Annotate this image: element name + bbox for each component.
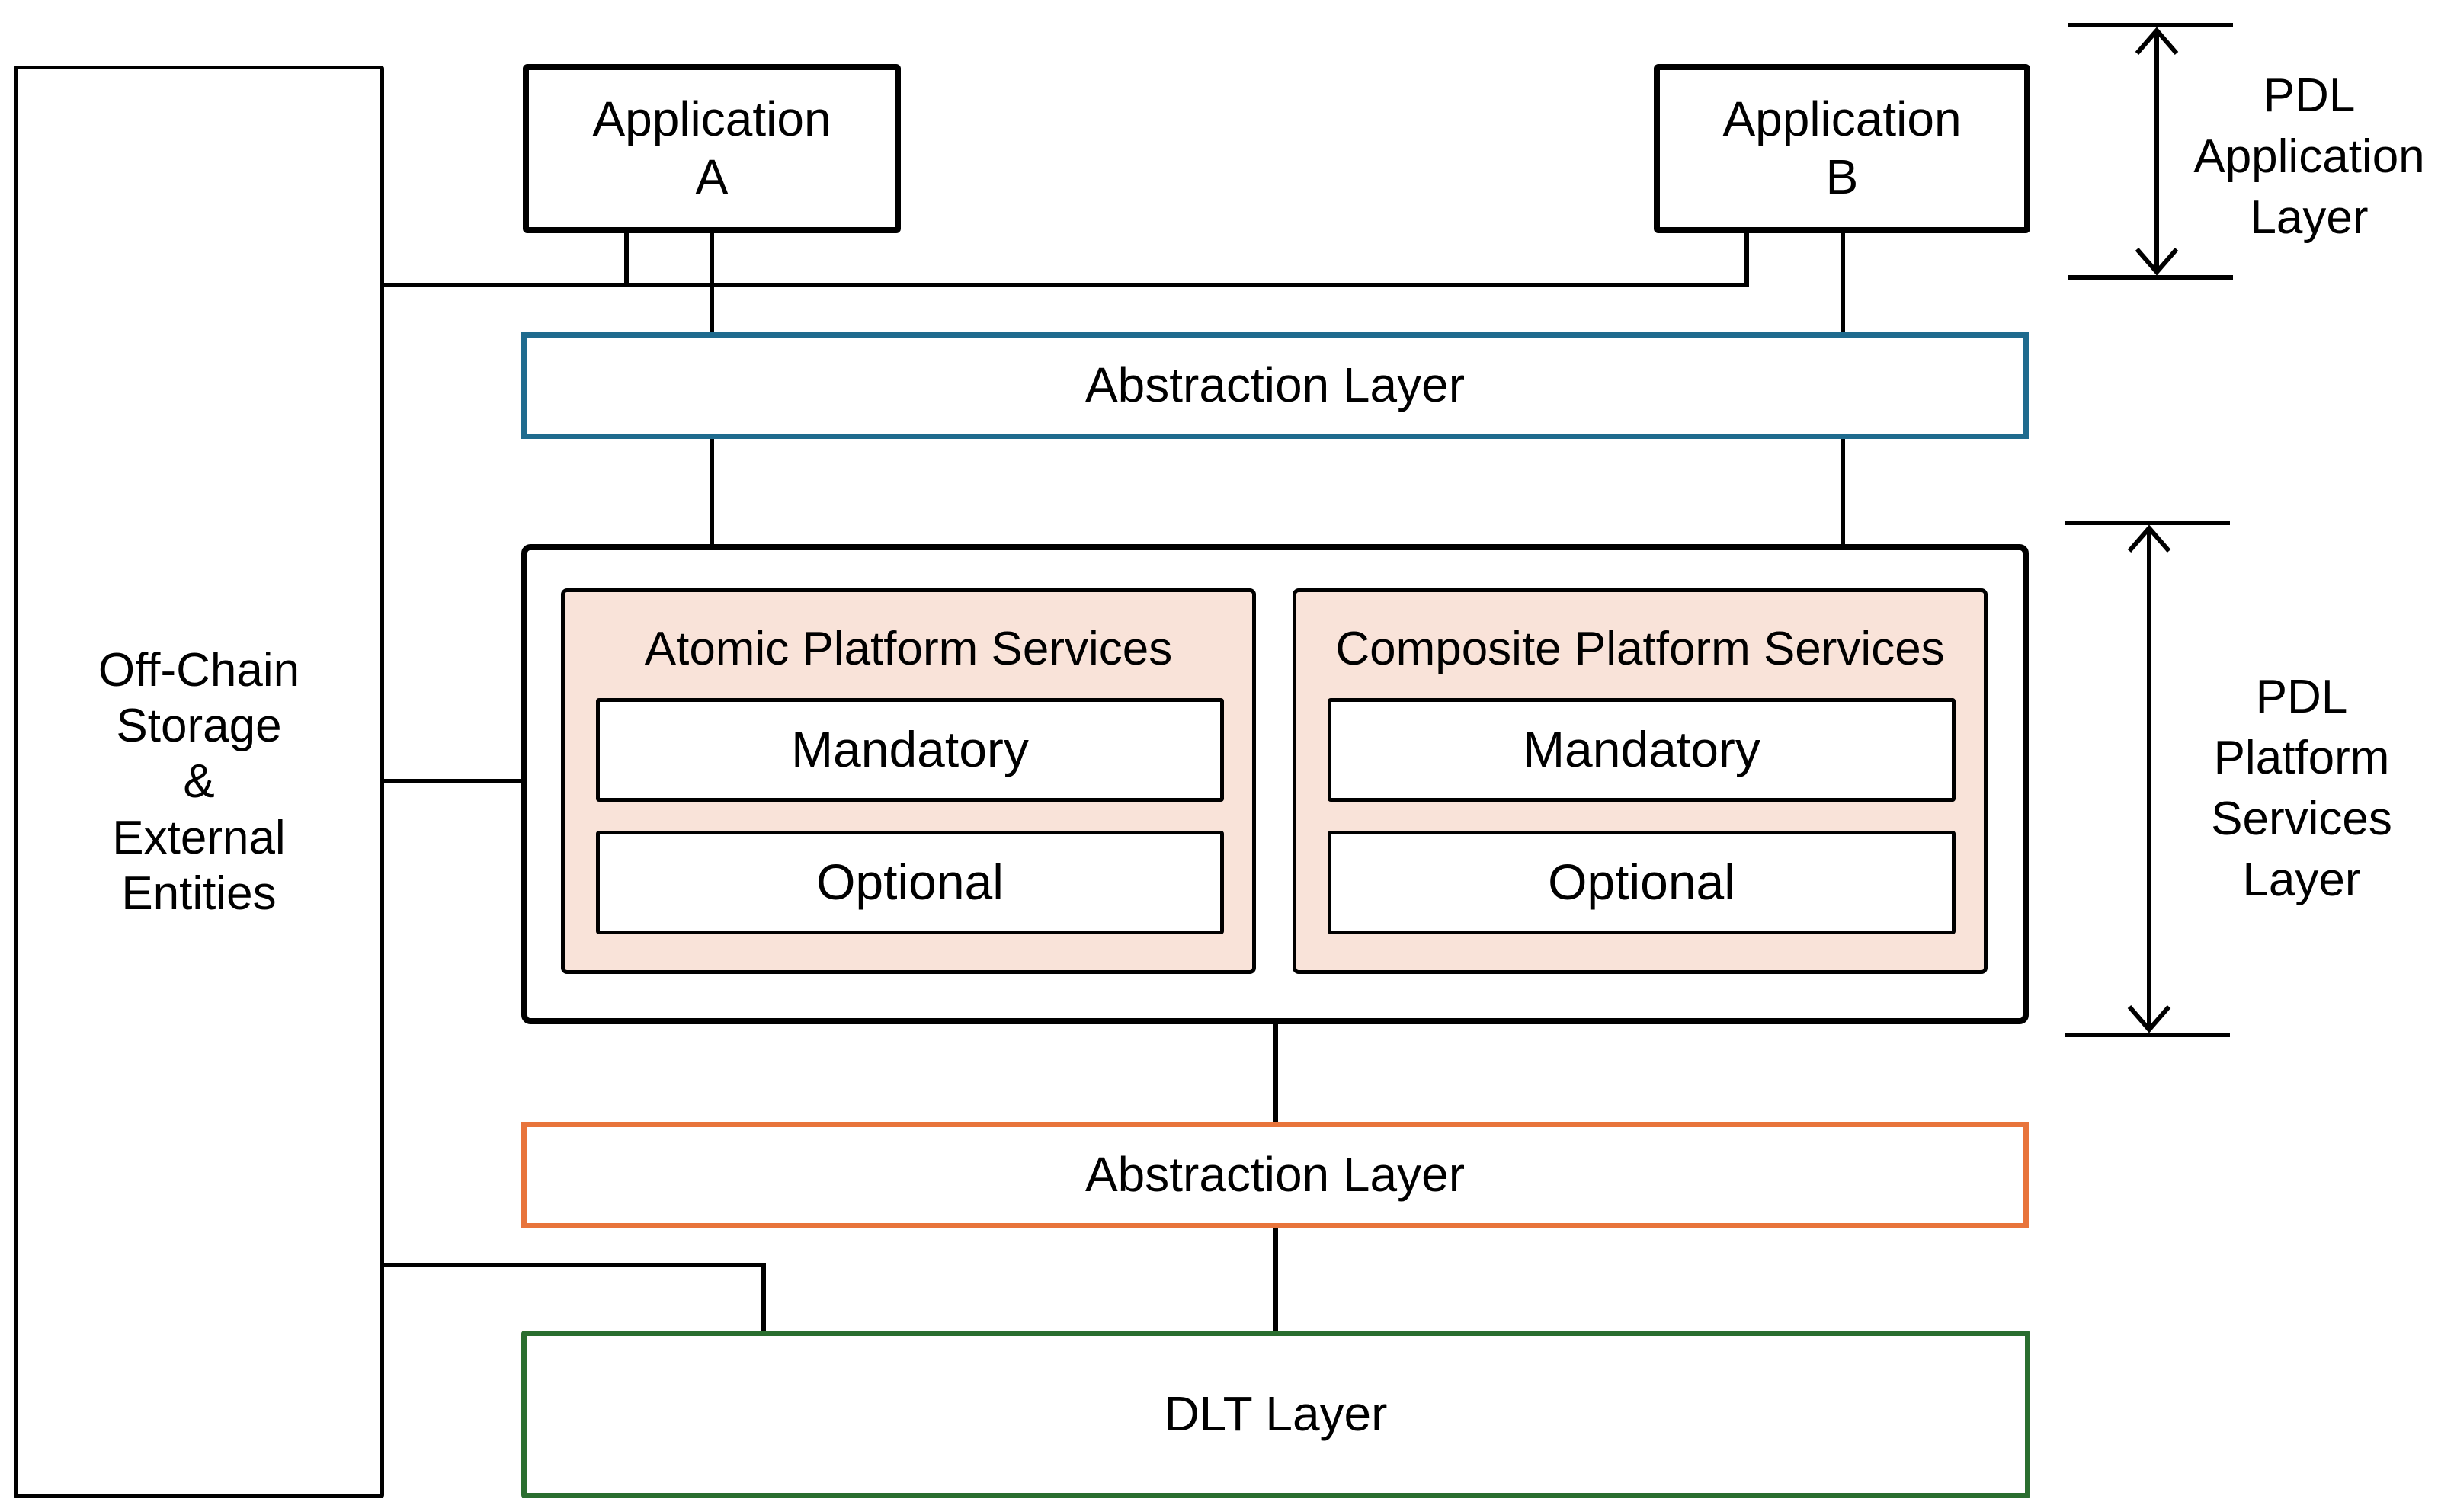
- bracket-platform-arrow-down: [2127, 1005, 2171, 1033]
- off-chain-storage-node: Off-Chain Storage & External Entities: [14, 66, 384, 1498]
- composite-mandatory-node: Mandatory: [1328, 698, 1956, 802]
- edge-offchain-applications: [381, 229, 1749, 287]
- application-b-node: Application B: [1654, 64, 2030, 233]
- bracket-app-arrow-up: [2135, 27, 2179, 55]
- composite-optional-node: Optional: [1328, 831, 1956, 934]
- application-b-label: Application B: [1722, 91, 1962, 204]
- dlt-layer: DLT Layer: [521, 1331, 2030, 1498]
- off-chain-storage-label: Off-Chain Storage & External Entities: [98, 644, 300, 920]
- composite-mandatory-label: Mandatory: [1523, 721, 1760, 778]
- abstraction-layer-upper-label: Abstraction Layer: [1084, 357, 1466, 413]
- abstraction-layer-lower: Abstraction Layer: [521, 1122, 2029, 1228]
- abstraction-layer-lower-label: Abstraction Layer: [1084, 1147, 1466, 1203]
- pdl-application-layer-label: PDL Application Layer: [2193, 69, 2425, 244]
- atomic-mandatory-label: Mandatory: [791, 721, 1029, 778]
- atomic-mandatory-node: Mandatory: [596, 698, 1224, 802]
- pdl-platform-services-layer-label: PDL Platform Services Layer: [2211, 671, 2392, 906]
- application-a-node: Application A: [523, 64, 901, 233]
- bracket-app-arrow-down: [2135, 248, 2179, 276]
- composite-optional-label: Optional: [1548, 854, 1735, 911]
- bracket-platform-arrow-up: [2127, 524, 2171, 553]
- composite-platform-services-title: Composite Platform Services: [1335, 623, 1945, 675]
- atomic-optional-label: Optional: [816, 854, 1004, 911]
- dlt-layer-label: DLT Layer: [1164, 1386, 1388, 1442]
- atomic-platform-services-title: Atomic Platform Services: [644, 623, 1173, 675]
- abstraction-layer-upper: Abstraction Layer: [521, 332, 2029, 439]
- atomic-optional-node: Optional: [596, 831, 1224, 934]
- edge-offchain-dlt: [381, 1263, 766, 1334]
- application-a-label: Application A: [592, 91, 831, 204]
